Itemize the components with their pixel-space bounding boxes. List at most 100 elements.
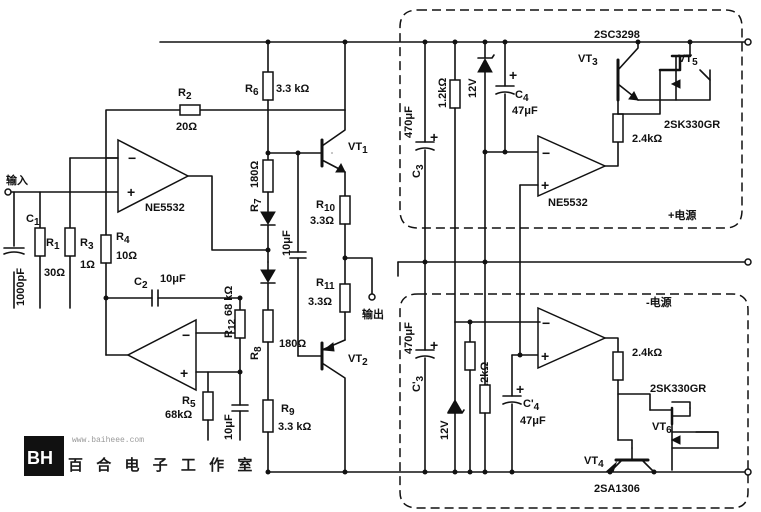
- svg-text:R6: R6: [245, 83, 259, 98]
- resistor-r-pos-1k2: [449, 79, 461, 109]
- opamp-neg: [537, 306, 607, 370]
- svg-text:−: −: [542, 315, 550, 331]
- vt1-label: VT1: [348, 141, 368, 156]
- r1-value: 30Ω: [44, 267, 65, 279]
- c3p-value: 470μF: [403, 322, 415, 354]
- diode-d1: [260, 211, 276, 225]
- resistor-r8: [262, 309, 274, 343]
- r12-label: R12: [223, 318, 238, 338]
- c3-value: 470μF: [403, 106, 415, 138]
- c3p-label: C'3: [411, 375, 426, 392]
- r4-value: 10Ω: [116, 250, 137, 262]
- svg-text:C4: C4: [515, 89, 529, 104]
- vt4-part: 2SA1306: [594, 483, 640, 495]
- c-r5-value: 10μF: [223, 414, 235, 440]
- svg-text:R3: R3: [80, 237, 94, 252]
- vt6-part: 2SK330GR: [650, 383, 706, 395]
- r8-label: R8: [249, 346, 264, 360]
- c1-value: 1000pF: [15, 268, 27, 306]
- vt3-part: 2SC3298: [594, 29, 640, 41]
- svg-text:VT5: VT5: [678, 53, 698, 68]
- c4-value: 47μF: [512, 105, 538, 117]
- r-neg-2k4-value: 2.4kΩ: [632, 347, 662, 359]
- r7-value: 180Ω: [249, 161, 261, 188]
- vt6-arrow: [670, 435, 681, 445]
- output-terminal[interactable]: [368, 293, 376, 301]
- svg-text:+: +: [127, 184, 135, 200]
- r12-value: 68 kΩ: [223, 286, 235, 316]
- resistor-r9: [262, 399, 274, 433]
- opamp-pos: [537, 134, 607, 198]
- diode-d2: [260, 269, 276, 283]
- watermark: BH www.baiheee.com 百 合 电 子 工 作 室: [24, 436, 256, 476]
- c-mid-value: 10μF: [281, 230, 293, 256]
- r5-value: 68kΩ: [165, 409, 192, 421]
- svg-text:R10: R10: [316, 199, 336, 214]
- svg-text:+: +: [516, 381, 524, 397]
- r-pos-1k2-value: 1.2kΩ: [437, 78, 449, 108]
- resistor-r3: [64, 227, 76, 257]
- svg-text:VT3: VT3: [578, 53, 598, 68]
- svg-text:+: +: [541, 348, 549, 364]
- r8-value: 180Ω: [279, 338, 306, 350]
- svg-text:+: +: [430, 337, 438, 353]
- capacitor-c1: [3, 247, 25, 255]
- r9-value: 3.3 kΩ: [278, 421, 311, 433]
- input-terminal[interactable]: [4, 188, 12, 196]
- svg-text:VT4: VT4: [584, 455, 604, 470]
- zener-pos: [477, 57, 493, 73]
- svg-text:R2: R2: [178, 87, 192, 102]
- svg-text:+: +: [430, 129, 438, 145]
- svg-text:−: −: [542, 145, 550, 161]
- svg-text:R4: R4: [116, 231, 130, 246]
- neg-supply-label: -电源: [646, 295, 672, 309]
- svg-text:R5: R5: [182, 395, 196, 410]
- neg-rail-terminal[interactable]: [744, 468, 752, 476]
- resistor-r-neg-1k2: [464, 341, 476, 371]
- pos-supply-box: [399, 9, 743, 229]
- input-label: 输入: [6, 173, 28, 187]
- c2-label: C2: [134, 276, 148, 291]
- ground-terminal[interactable]: [744, 258, 752, 266]
- vt5-part: 2SK330GR: [664, 119, 720, 131]
- r6-value: 3.3 kΩ: [276, 83, 309, 95]
- output-label: 输出: [362, 307, 384, 321]
- r3-value: 1Ω: [80, 259, 95, 271]
- svg-text:R1: R1: [46, 237, 60, 252]
- resistor-neg-mid: [479, 384, 491, 414]
- opamp-pos-label: NE5532: [548, 197, 588, 209]
- resistor-r11: [339, 283, 351, 313]
- svg-text:C'4: C'4: [523, 398, 540, 413]
- vt2-arrow: [322, 342, 335, 352]
- c2-value: 10μF: [160, 273, 186, 285]
- zener-pos-value: 12V: [467, 78, 479, 98]
- svg-text:VT6: VT6: [652, 421, 672, 436]
- resistor-r-neg-2k4: [612, 351, 624, 381]
- resistor-r4: [100, 234, 112, 264]
- c3-label: C3: [411, 164, 426, 178]
- resistor-r2: [179, 104, 201, 116]
- neg-supply-box: [399, 293, 749, 509]
- svg-text:+: +: [180, 365, 188, 381]
- r11-value: 3.3Ω: [308, 296, 332, 308]
- resistor-r6: [262, 71, 274, 101]
- resistor-r-pos-2k4: [612, 113, 624, 143]
- svg-text:+: +: [509, 67, 517, 83]
- watermark-name: 百 合 电 子 工 作 室: [68, 456, 256, 474]
- resistor-r1: [34, 227, 46, 257]
- resistor-r5: [202, 391, 214, 421]
- opamp-main-upper: [117, 138, 190, 214]
- zener-neg: [447, 399, 463, 413]
- zener-neg-value: 12V: [439, 420, 451, 440]
- pos-supply-label: +电源: [668, 208, 696, 222]
- resistor-r7: [262, 159, 274, 193]
- watermark-url: www.baiheee.com: [72, 436, 144, 445]
- logo-text: BH: [27, 448, 53, 468]
- vt5-arrow: [670, 79, 681, 89]
- vt1-arrow: [335, 162, 346, 173]
- svg-text:R11: R11: [316, 277, 335, 292]
- opamp-main-lower: [126, 318, 197, 392]
- pos-rail-terminal[interactable]: [744, 38, 752, 46]
- svg-text:C1: C1: [26, 213, 40, 228]
